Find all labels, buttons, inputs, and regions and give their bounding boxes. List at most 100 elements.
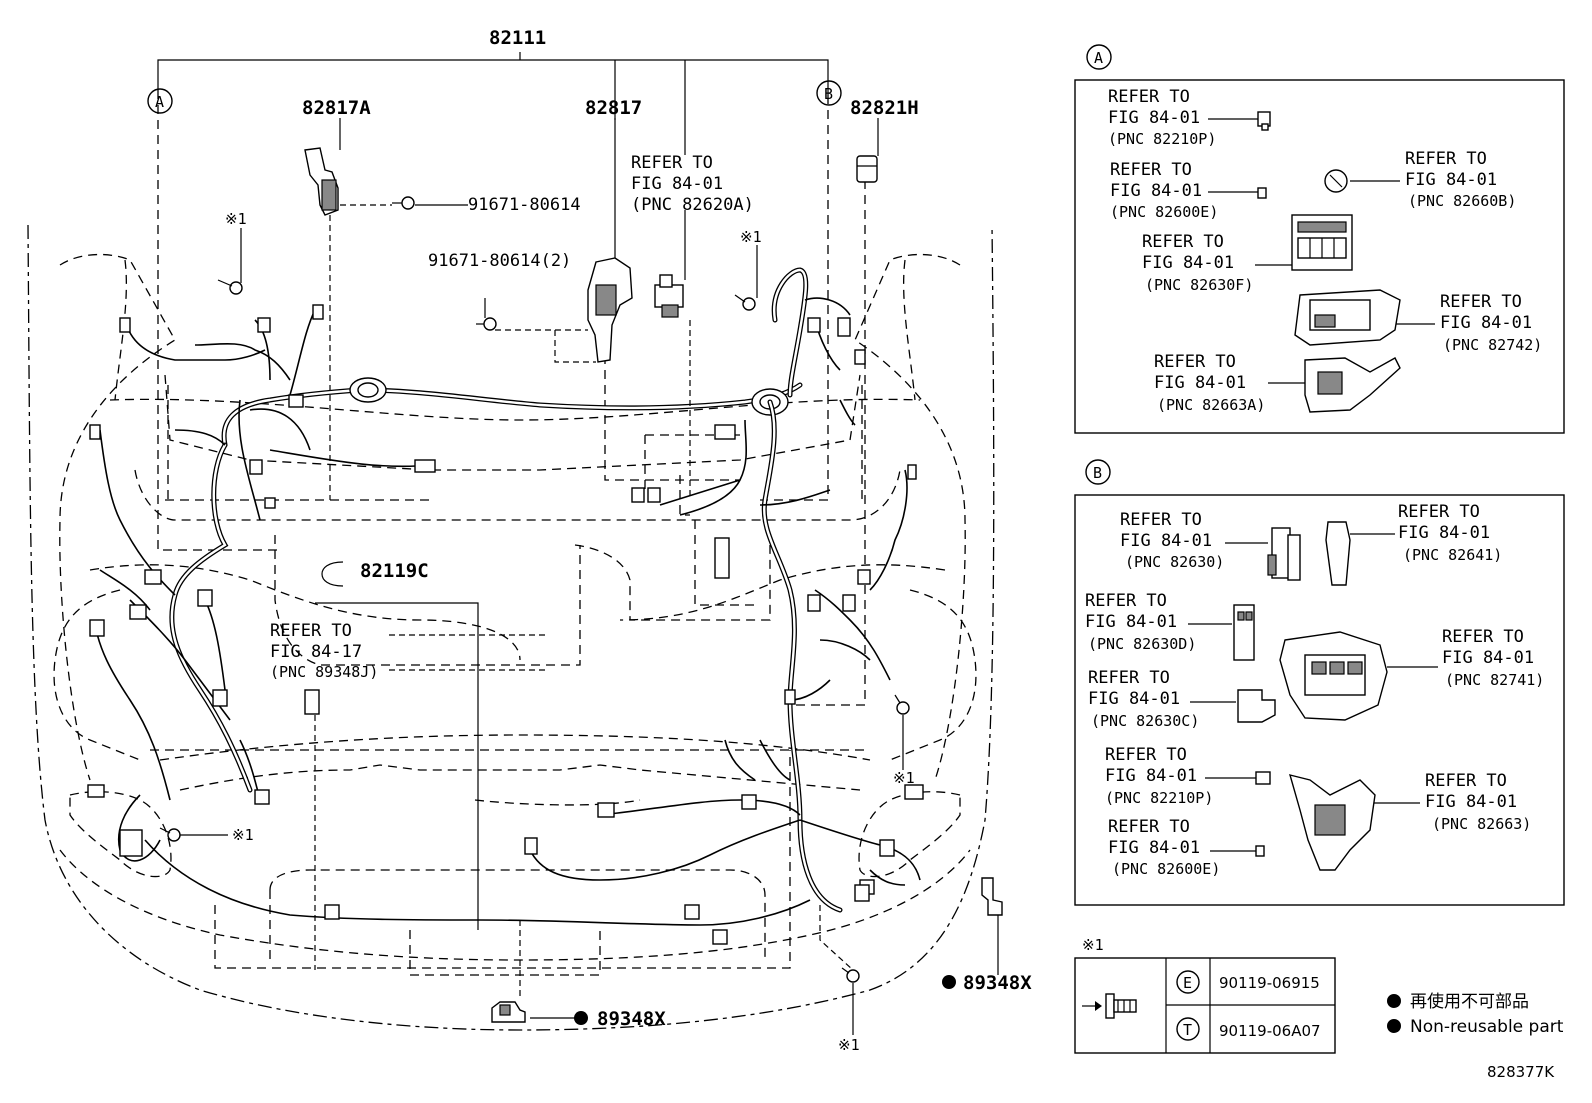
nonreusable-dot-bottom xyxy=(574,1011,588,1025)
ref-center-line2: FIG 84-01 xyxy=(631,174,723,194)
relay-82620A xyxy=(654,274,684,318)
clip-89348X-right xyxy=(981,877,1003,916)
bolt-82817A xyxy=(392,196,415,210)
panel-b-item-82741: REFER TO FIG 84-01 (PNC 82741) xyxy=(1279,627,1544,721)
clip-89348X-bottom xyxy=(491,1001,526,1023)
note-mark-center-top: ※1 xyxy=(740,228,762,246)
svg-text:(PNC 82742): (PNC 82742) xyxy=(1443,336,1542,354)
label-89348X-bottom: 89348X xyxy=(597,1008,666,1030)
svg-text:FIG 84-01: FIG 84-01 xyxy=(1108,108,1200,128)
bolt-bottom xyxy=(841,967,860,983)
panel-b: B REFER TO FIG 84-01 (PNC 82630) REFER T… xyxy=(1074,459,1565,906)
legend-text-jp: 再使用不可部品 xyxy=(1410,991,1529,1012)
svg-text:REFER TO: REFER TO xyxy=(1440,292,1522,312)
panel-a-item-82742: REFER TO FIG 84-01 (PNC 82742) xyxy=(1294,289,1542,354)
svg-text:FIG 84-01: FIG 84-01 xyxy=(1088,689,1180,709)
label-82119C: 82119C xyxy=(360,560,429,582)
bolt-left-lower xyxy=(159,827,181,842)
panel-a-item-82663A: REFER TO FIG 84-01 (PNC 82663A) xyxy=(1154,352,1401,414)
note-table-title: ※1 xyxy=(1082,936,1104,954)
group-boundaries xyxy=(150,90,866,969)
label-89348X-right: 89348X xyxy=(963,972,1032,994)
note-key-e-circle xyxy=(1176,970,1200,994)
svg-text:REFER TO: REFER TO xyxy=(1085,591,1167,611)
svg-text:FIG 84-01: FIG 84-01 xyxy=(1108,838,1200,858)
circle-a-main-label: A xyxy=(155,93,164,111)
panel-b-item-82630D: REFER TO FIG 84-01 (PNC 82630D) xyxy=(1085,591,1255,661)
svg-text:FIG 84-01: FIG 84-01 xyxy=(1085,612,1177,632)
svg-text:FIG 84-01: FIG 84-01 xyxy=(1442,648,1534,668)
bolt-82817 xyxy=(476,317,497,331)
label-82111: 82111 xyxy=(489,27,546,49)
note-code-t: 90119-06A07 xyxy=(1219,1022,1321,1040)
svg-text:(PNC 82663): (PNC 82663) xyxy=(1432,815,1531,833)
bracket-82817A xyxy=(304,147,339,216)
label-bolt-91671-80614: 91671-80614 xyxy=(468,195,581,215)
svg-text:REFER TO: REFER TO xyxy=(1110,160,1192,180)
legend: 再使用不可部品 Non-reusable part xyxy=(1387,991,1564,1037)
svg-text:FIG 84-01: FIG 84-01 xyxy=(1120,531,1212,551)
panel-b-item-82210P: REFER TO FIG 84-01 (PNC 82210P) xyxy=(1105,745,1271,807)
leader-lines xyxy=(157,52,999,1035)
svg-text:REFER TO: REFER TO xyxy=(1405,149,1487,169)
note-key-t-circle xyxy=(1176,1017,1200,1041)
svg-text:REFER TO: REFER TO xyxy=(1108,817,1190,837)
panel-a-frame xyxy=(1074,79,1565,434)
panel-a-circle-label: A xyxy=(1094,49,1103,67)
panel-a-circle xyxy=(1086,44,1112,70)
circle-a-main xyxy=(147,88,173,114)
svg-text:FIG 84-01: FIG 84-01 xyxy=(1142,253,1234,273)
nonreusable-dot-right xyxy=(942,975,956,989)
svg-text:REFER TO: REFER TO xyxy=(1425,771,1507,791)
panel-b-item-82663: REFER TO FIG 84-01 (PNC 82663) xyxy=(1288,771,1531,871)
svg-text:(PNC 82600E): (PNC 82600E) xyxy=(1110,203,1218,221)
svg-text:(PNC 82630D): (PNC 82630D) xyxy=(1088,635,1196,653)
svg-text:FIG 84-01: FIG 84-01 xyxy=(1425,792,1517,812)
svg-text:REFER TO: REFER TO xyxy=(1120,510,1202,530)
svg-text:(PNC 82630C): (PNC 82630C) xyxy=(1091,712,1199,730)
svg-text:FIG 84-01: FIG 84-01 xyxy=(1110,181,1202,201)
note-key-e: E xyxy=(1183,974,1192,992)
note-mark-left-lower: ※1 xyxy=(232,826,254,844)
ref-left-line2: FIG 84-17 xyxy=(270,642,362,662)
svg-text:(PNC 82660B): (PNC 82660B) xyxy=(1408,192,1516,210)
svg-text:REFER TO: REFER TO xyxy=(1108,87,1190,107)
svg-text:REFER TO: REFER TO xyxy=(1088,668,1170,688)
svg-text:REFER TO: REFER TO xyxy=(1142,232,1224,252)
legend-dot-jp xyxy=(1387,994,1401,1008)
ref-center-line1: REFER TO xyxy=(631,153,713,173)
note-mark-left-top: ※1 xyxy=(225,210,247,228)
panel-b-item-82630: REFER TO FIG 84-01 (PNC 82630) xyxy=(1120,510,1301,581)
svg-text:REFER TO: REFER TO xyxy=(1398,502,1480,522)
label-82821H: 82821H xyxy=(850,97,919,119)
legend-text-en: Non-reusable part xyxy=(1410,1017,1564,1037)
panel-a-item-82630F: REFER TO FIG 84-01 (PNC 82630F) xyxy=(1142,214,1353,294)
svg-text:FIG 84-01: FIG 84-01 xyxy=(1154,373,1246,393)
svg-text:(PNC 82630F): (PNC 82630F) xyxy=(1145,276,1253,294)
bolt-left-top xyxy=(217,279,243,295)
svg-text:(PNC 82630): (PNC 82630) xyxy=(1125,553,1224,571)
circle-b-main-label: B xyxy=(824,85,833,103)
svg-text:FIG 84-01: FIG 84-01 xyxy=(1405,170,1497,190)
figure-id: 828377K xyxy=(1487,1063,1555,1081)
ref-center-line3: (PNC 82620A) xyxy=(631,195,754,215)
panel-a-item-82660B: REFER TO FIG 84-01 (PNC 82660B) xyxy=(1324,149,1516,210)
label-82817A: 82817A xyxy=(302,97,371,119)
panel-a-item-82210P: REFER TO FIG 84-01 (PNC 82210P) xyxy=(1108,87,1271,148)
panel-b-item-82600E: REFER TO FIG 84-01 (PNC 82600E) xyxy=(1108,817,1265,878)
bolt-right-mid xyxy=(894,694,910,715)
svg-text:FIG 84-01: FIG 84-01 xyxy=(1398,523,1490,543)
label-bolt-91671-80614-2: 91671-80614(2) xyxy=(428,251,571,271)
bolt-center-top xyxy=(734,294,756,311)
svg-text:(PNC 82210P): (PNC 82210P) xyxy=(1105,789,1213,807)
svg-text:(PNC 82663A): (PNC 82663A) xyxy=(1157,396,1265,414)
connectors xyxy=(87,304,924,945)
note-code-e: 90119-06915 xyxy=(1219,974,1320,992)
bracket-82817 xyxy=(587,257,633,363)
panel-b-circle xyxy=(1085,459,1111,485)
note-table: ※1 E 90119-06915 T 90119-06A07 xyxy=(1074,936,1336,1054)
cover-82821H xyxy=(856,155,878,183)
note-mark-right-mid: ※1 xyxy=(893,769,915,787)
